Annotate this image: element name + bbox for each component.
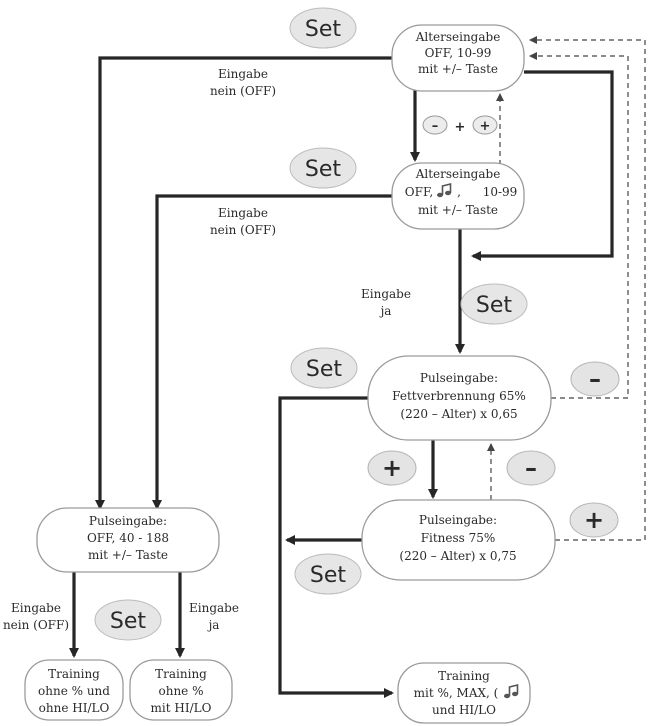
node-text: Training	[155, 667, 207, 681]
minus-button-right[interactable]: –	[570, 361, 620, 397]
connectors	[69, 36, 646, 698]
node-text: OFF, 40 - 188	[87, 531, 169, 545]
node-pulseingabe-fett: Pulseingabe: Fettverbrennung 65% (220 – …	[367, 355, 552, 441]
minus-plus-small-buttons: – + +	[422, 115, 498, 135]
set-button-ja[interactable]: Set	[460, 283, 528, 325]
plus-button-label: +	[382, 454, 402, 482]
plus-button-label: +	[480, 119, 491, 134]
node-training-none: Training ohne % und ohne HI/LO	[24, 659, 124, 721]
node-text: ohne HI/LO	[39, 701, 110, 715]
node-text: ,	[457, 185, 461, 199]
set-button-label: Set	[306, 357, 343, 382]
node-text: Pulseingabe:	[420, 371, 498, 385]
node-text: (220 – Alter) x 0,65	[400, 407, 517, 421]
label-text: Eingabe	[189, 601, 239, 615]
node-text: mit %, MAX, (	[414, 686, 499, 700]
set-button-fitness[interactable]: Set	[294, 553, 362, 595]
node-alterseingabe-1: Alterseingabe OFF, 10-99 mit +/– Taste	[391, 24, 525, 92]
node-text: Fitness 75%	[421, 531, 496, 545]
set-button-top[interactable]: Set	[289, 7, 357, 49]
node-pulseingabe-fitness: Pulseingabe: Fitness 75% (220 – Alter) x…	[361, 499, 556, 581]
label-text: Eingabe	[361, 287, 411, 301]
node-text: Pulseingabe:	[419, 513, 497, 527]
label-eingabe-ja-2: Eingabe ja	[189, 601, 239, 632]
node-training-hilo: Training ohne % mit HI/LO	[129, 659, 233, 721]
node-text: mit +/– Taste	[88, 548, 168, 562]
node-training-full: Training mit %, MAX, ( und HI/LO	[397, 662, 531, 724]
set-button-label: Set	[305, 157, 342, 182]
node-text: Training	[438, 669, 490, 683]
edge-alter1-to-pulsmanual	[95, 56, 392, 510]
music-note-icon	[437, 182, 452, 198]
set-button-fett[interactable]: Set	[290, 347, 358, 389]
set-button-label: Set	[476, 293, 513, 318]
node-text: OFF,	[405, 185, 433, 199]
node-text: Alterseingabe	[415, 30, 501, 44]
label-text: ja	[379, 304, 392, 318]
node-text: Alterseingabe	[415, 167, 501, 181]
label-text: nein (OFF)	[210, 223, 276, 237]
label-text: Eingabe	[218, 67, 268, 81]
node-text: und HI/LO	[432, 703, 496, 717]
label-eingabe-nein-3: Eingabe nein (OFF)	[3, 601, 69, 632]
music-note-icon	[504, 683, 519, 699]
plus-button-left[interactable]: +	[367, 450, 417, 486]
plus-button-small[interactable]: +	[472, 115, 498, 135]
edge-dash-fett-to-alter1	[529, 52, 629, 399]
minus-button-label: –	[432, 119, 439, 134]
node-text: ohne %	[159, 684, 204, 698]
set-button-label: Set	[310, 563, 347, 588]
node-text: Pulseingabe:	[89, 514, 167, 528]
minus-button-mid[interactable]: –	[506, 450, 556, 486]
node-text: mit HI/LO	[151, 701, 212, 715]
label-eingabe-ja: Eingabe ja	[361, 287, 411, 318]
node-text: OFF, 10-99	[425, 46, 492, 60]
node-text: Fettverbrennung 65%	[392, 389, 526, 403]
node-alterseingabe-2: Alterseingabe OFF, , 10-99 mit +/– Taste	[391, 162, 525, 230]
minus-button-small[interactable]: –	[422, 115, 448, 135]
plus-button-right[interactable]: +	[569, 502, 619, 538]
node-text: 10-99	[483, 185, 518, 199]
node-pulseingabe-manual: Pulseingabe: OFF, 40 - 188 mit +/– Taste	[36, 507, 220, 573]
minus-button-label: –	[525, 454, 537, 482]
label-text: Eingabe	[218, 206, 268, 220]
set-button-manual[interactable]: Set	[94, 599, 162, 641]
plus-button-label: +	[584, 506, 604, 534]
label-text: nein (OFF)	[210, 84, 276, 98]
node-text: mit +/– Taste	[418, 62, 498, 76]
label-text: Eingabe	[11, 601, 61, 615]
minus-button-label: –	[589, 365, 601, 393]
edge-dash-fitness-to-alter1	[529, 36, 646, 541]
label-eingabe-nein-1: Eingabe nein (OFF)	[210, 67, 276, 98]
label-text: nein (OFF)	[3, 618, 69, 632]
set-button-alter2[interactable]: Set	[289, 147, 357, 189]
node-text: mit +/– Taste	[418, 203, 498, 217]
node-text: ohne % und	[38, 684, 110, 698]
set-button-label: Set	[305, 17, 342, 42]
label-text: ja	[207, 618, 220, 632]
edge-alter2-to-pulsmanual	[152, 194, 392, 510]
set-button-label: Set	[110, 609, 147, 634]
node-text: Training	[48, 667, 100, 681]
edge-fett-to-train-full	[278, 396, 394, 698]
label-eingabe-nein-2: Eingabe nein (OFF)	[210, 206, 276, 237]
minus-plus-separator: +	[455, 120, 466, 135]
node-text: (220 – Alter) x 0,75	[399, 549, 516, 563]
edge-alter1-right-loop	[471, 70, 614, 261]
